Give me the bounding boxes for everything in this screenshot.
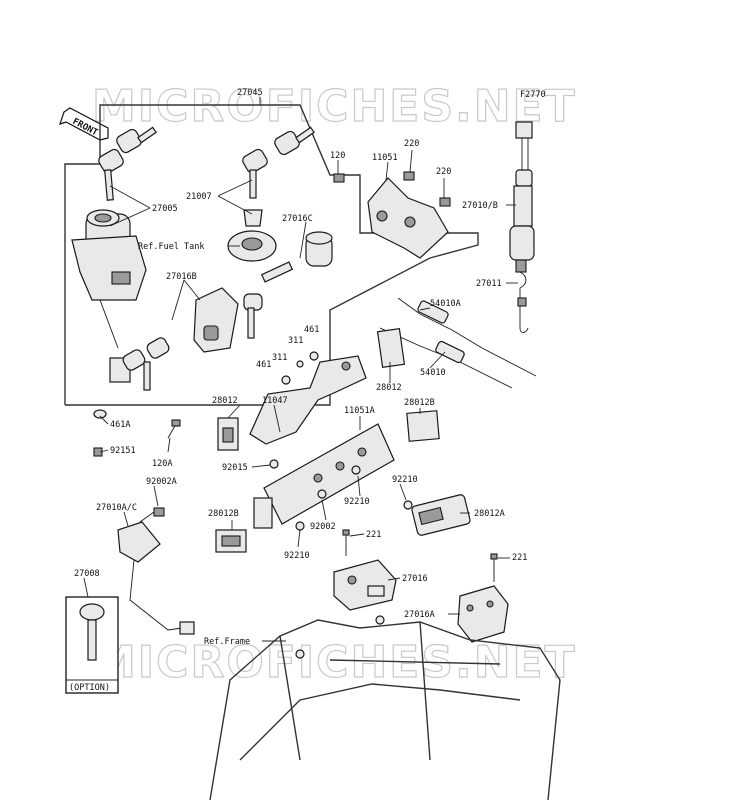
- label-27016C: 27016C: [282, 214, 313, 224]
- seat-lock-27016-icon: [333, 559, 397, 611]
- label-92015: 92015: [222, 463, 248, 473]
- fuel-cap-key-pair-icon: [242, 126, 315, 199]
- part-labels: 27045 27005 21007 Ref.Fuel Tank 27016C 2…: [74, 88, 527, 647]
- label-27045: 27045: [237, 88, 263, 98]
- reflector-28012A-icon: [411, 494, 471, 536]
- bracket-11051-icon: [367, 177, 449, 259]
- kit-outline: [64, 104, 479, 406]
- bolt-92002A-icon: [139, 507, 165, 523]
- label-11051A: 11051A: [344, 406, 375, 416]
- label-92210-b: 92210: [392, 475, 418, 485]
- label-ref-fuel-tank: Ref.Fuel Tank: [138, 242, 205, 252]
- screw-221-icons: [342, 529, 498, 582]
- label-27008: 27008: [74, 569, 100, 579]
- switch-connector-icon: [509, 121, 535, 273]
- label-21007: 21007: [186, 192, 212, 202]
- label-11051: 11051: [372, 153, 398, 163]
- label-92210-c: 92210: [284, 551, 310, 561]
- label-221-a: 221: [366, 530, 381, 540]
- label-28012B-top: 28012B: [404, 398, 435, 408]
- label-11047: 11047: [262, 396, 288, 406]
- spring-27011-icon: [517, 271, 529, 333]
- label-27016: 27016: [402, 574, 428, 584]
- option-label: (OPTION): [69, 683, 110, 693]
- ignition-key-pair-icon: [98, 126, 157, 201]
- cable-54010A-icon: [397, 297, 537, 377]
- leader-lines: [83, 149, 518, 642]
- watermark-bottom: MICROFICHES.NET: [92, 637, 577, 688]
- label-27016B: 27016B: [166, 272, 197, 282]
- label-27005: 27005: [152, 204, 178, 214]
- helmet-lock-icon: [193, 287, 239, 353]
- label-120A: 120A: [152, 459, 172, 469]
- diagram-code: F2770: [520, 90, 546, 100]
- switch-27010AC-icon: [117, 521, 195, 635]
- label-311-a: 311: [288, 336, 303, 346]
- bolt-220-icons: [403, 171, 451, 207]
- bolt-120-icon: [333, 173, 345, 183]
- label-92002: 92002: [310, 522, 336, 532]
- label-ref-frame: Ref.Frame: [204, 637, 250, 647]
- fuel-cap-icon: [227, 209, 277, 262]
- label-92151: 92151: [110, 446, 136, 456]
- label-28012B-low: 28012B: [208, 509, 239, 519]
- label-28012A: 28012A: [474, 509, 505, 519]
- label-54010: 54010: [420, 368, 446, 378]
- screw-92151-icon: [93, 447, 103, 457]
- label-27010AC: 27010A/C: [96, 503, 137, 513]
- bracket-11051A-icon: [253, 423, 395, 529]
- label-92002A: 92002A: [146, 477, 177, 487]
- ignition-switch-icon: [71, 209, 147, 383]
- label-54010A: 54010A: [430, 299, 461, 309]
- helmet-lock-keys-icon: [122, 337, 170, 391]
- nut-92210-icons: [269, 459, 413, 531]
- washer-nut-icons: [281, 351, 319, 385]
- label-461-a: 461: [304, 325, 319, 335]
- label-220-b: 220: [436, 167, 451, 177]
- seat-lock-keys-icon: [243, 261, 294, 339]
- label-28012-left: 28012: [212, 396, 238, 406]
- label-92210-a: 92210: [344, 497, 370, 507]
- reflector-pad-28012B-top-icon: [406, 410, 440, 442]
- bracket-11047-icon: [249, 355, 367, 445]
- label-461-b: 461: [256, 360, 271, 370]
- label-120: 120: [330, 151, 345, 161]
- key-blank-option-box: (OPTION): [65, 596, 119, 694]
- reflector-pad-28012-icon: [217, 327, 406, 451]
- washer-461A-icon: [93, 409, 107, 419]
- watermark-top: MICROFICHES.NET: [92, 81, 577, 132]
- fuel-tank-lock-cylinder-icon: [305, 231, 333, 267]
- label-221-b: 221: [512, 553, 527, 563]
- reflector-pad-28012B-low-icon: [215, 529, 247, 553]
- label-311-b: 311: [272, 353, 287, 363]
- label-461A: 461A: [110, 420, 130, 430]
- label-27010B: 27010/B: [462, 201, 498, 211]
- bolt-120A-icon: [167, 419, 181, 439]
- frame-outline-icon: [209, 615, 561, 800]
- label-27011: 27011: [476, 279, 502, 289]
- label-28012-right: 28012: [376, 383, 402, 393]
- seat-lock-27016A-icon: [457, 585, 509, 643]
- label-27016A: 27016A: [404, 610, 435, 620]
- label-220-a: 220: [404, 139, 419, 149]
